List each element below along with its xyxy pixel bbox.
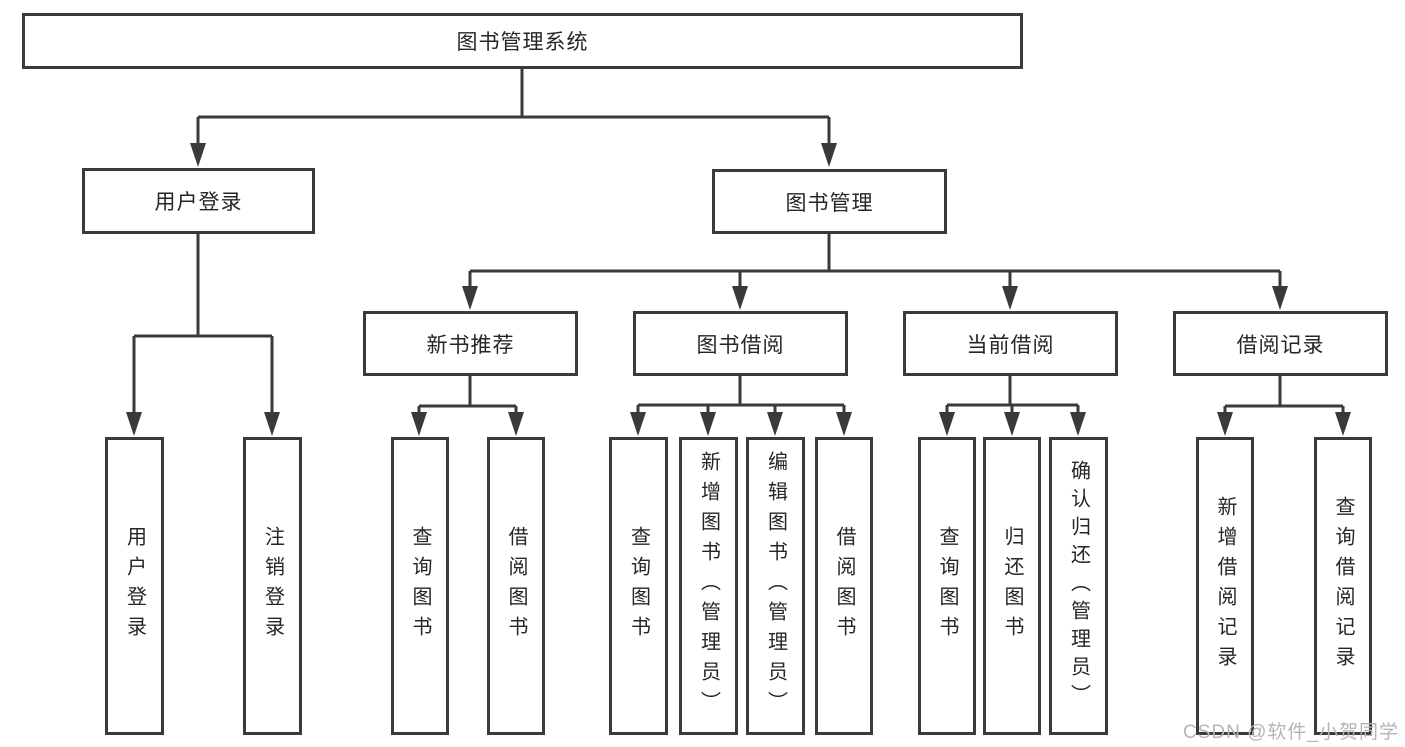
leaf-borrow-edit-books-admin-label: 编辑图书（管理员） — [764, 451, 787, 721]
leaf-records-query-record-label: 查询借阅记录 — [1332, 496, 1354, 676]
node-book-management: 图书管理 — [712, 169, 947, 234]
arrow-down-icon — [1272, 286, 1288, 310]
leaf-current-confirm-return-admin: 确认归还（管理员） — [1049, 437, 1108, 735]
node-current-borrow: 当前借阅 — [903, 311, 1118, 376]
node-book-borrow-label: 图书借阅 — [696, 333, 785, 357]
arrow-down-icon — [411, 412, 427, 436]
leaf-user-login: 用户登录 — [105, 437, 164, 735]
arrowhead-icons — [126, 143, 1351, 436]
arrow-down-icon — [126, 412, 142, 436]
arrow-down-icon — [190, 143, 206, 167]
arrow-down-icon — [1217, 412, 1233, 436]
leaf-borrow-add-books-admin: 新增图书（管理员） — [679, 437, 738, 735]
leaf-current-confirm-return-admin-label: 确认归还（管理员） — [1067, 460, 1090, 712]
node-root: 图书管理系统 — [22, 13, 1023, 69]
node-book-management-label: 图书管理 — [785, 191, 874, 215]
leaf-current-return-books: 归还图书 — [983, 437, 1041, 735]
arrow-down-icon — [1002, 286, 1018, 310]
node-new-book-recommend: 新书推荐 — [363, 311, 578, 376]
leaf-borrow-borrow-books-label: 借阅图书 — [833, 526, 855, 646]
leaf-current-return-books-label: 归还图书 — [1001, 526, 1023, 646]
leaf-borrow-borrow-books: 借阅图书 — [815, 437, 873, 735]
arrow-down-icon — [1070, 412, 1086, 436]
arrow-down-icon — [836, 412, 852, 436]
leaf-recommend-query-books: 查询图书 — [391, 437, 449, 735]
leaf-recommend-query-books-label: 查询图书 — [409, 526, 431, 646]
arrow-down-icon — [700, 412, 716, 436]
leaf-borrow-query-books-label: 查询图书 — [627, 526, 650, 646]
leaf-recommend-borrow-books: 借阅图书 — [487, 437, 545, 735]
node-borrow-records: 借阅记录 — [1173, 311, 1388, 376]
node-user-login-label: 用户登录 — [154, 191, 243, 214]
node-book-borrow: 图书借阅 — [633, 311, 848, 376]
node-user-login: 用户登录 — [82, 168, 315, 234]
leaf-records-add-record-label: 新增借阅记录 — [1214, 496, 1236, 676]
arrow-down-icon — [1335, 412, 1351, 436]
arrow-down-icon — [630, 412, 646, 436]
arrow-down-icon — [732, 286, 748, 310]
leaf-current-query-books-label: 查询图书 — [936, 526, 958, 646]
arrow-down-icon — [939, 412, 955, 436]
leaf-borrow-add-books-admin-label: 新增图书（管理员） — [697, 451, 720, 721]
tree-edges — [132, 68, 1345, 418]
csdn-watermark: CSDN @软件_小贺同学 — [1183, 722, 1399, 743]
leaf-logout: 注销登录 — [243, 437, 302, 735]
leaf-borrow-query-books: 查询图书 — [609, 437, 668, 735]
leaf-logout-label: 注销登录 — [261, 526, 284, 646]
leaf-current-query-books: 查询图书 — [918, 437, 976, 735]
node-new-book-recommend-label: 新书推荐 — [426, 333, 515, 357]
node-current-borrow-label: 当前借阅 — [966, 333, 1055, 357]
arrow-down-icon — [264, 412, 280, 436]
node-root-label: 图书管理系统 — [456, 31, 589, 54]
leaf-borrow-edit-books-admin: 编辑图书（管理员） — [746, 437, 805, 735]
arrow-down-icon — [508, 412, 524, 436]
arrow-down-icon — [1004, 412, 1020, 436]
leaf-recommend-borrow-books-label: 借阅图书 — [505, 526, 527, 646]
node-borrow-records-label: 借阅记录 — [1236, 333, 1325, 357]
leaf-records-add-record: 新增借阅记录 — [1196, 437, 1254, 735]
arrow-down-icon — [462, 286, 478, 310]
leaf-user-login-label: 用户登录 — [123, 526, 146, 646]
arrow-down-icon — [767, 412, 783, 436]
arrow-down-icon — [821, 143, 837, 167]
leaf-records-query-record: 查询借阅记录 — [1314, 437, 1372, 735]
